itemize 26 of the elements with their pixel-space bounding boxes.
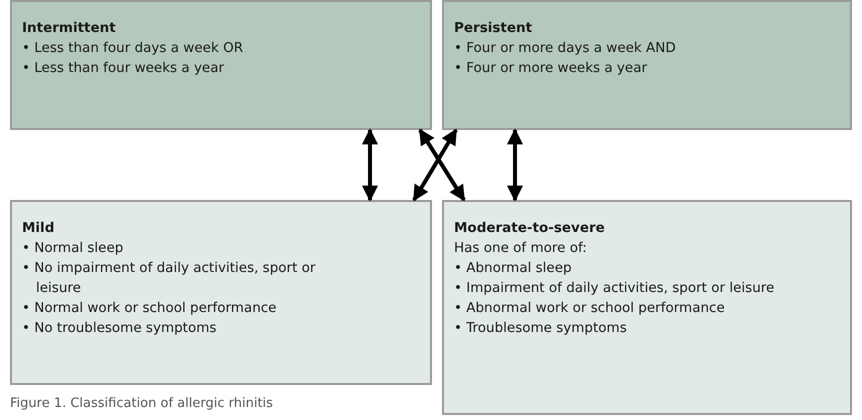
category-box (10, 0, 432, 130)
category-box (442, 200, 852, 415)
bullet-item: • Impairment of daily activities, sport or leisure (454, 279, 776, 298)
bullet-item: • No troublesome symptoms (22, 319, 218, 338)
box-heading: Moderate-to-severe (454, 219, 606, 238)
double-arrow (362, 128, 378, 202)
bullet-item: • Four or more weeks a year (454, 59, 648, 78)
bullet-item: • Normal sleep (22, 239, 124, 258)
bullet-item: • Troublesome symptoms (454, 319, 628, 338)
double-arrow (412, 128, 458, 202)
bullet-item: • Abnormal sleep (454, 259, 573, 278)
double-arrow (418, 128, 466, 202)
bullet-item: • Less than four weeks a year (22, 59, 226, 78)
category-box (442, 0, 852, 130)
box-text: Has one of more of: (454, 239, 588, 258)
box-heading: Persistent (454, 19, 534, 38)
category-box (10, 200, 432, 385)
bullet-item: • Four or more days a week AND (454, 39, 677, 58)
bullet-item: • Abnormal work or school performance (454, 299, 726, 318)
bullet-item: • Less than four days a week OR (22, 39, 244, 58)
box-heading: Mild (22, 219, 56, 238)
bullet-item: • No impairment of daily activities, sport or leisure (22, 259, 316, 298)
box-heading: Intermittent (22, 19, 117, 38)
double-arrow (507, 128, 523, 202)
bullet-item: • Normal work or school performance (22, 299, 278, 318)
figure-caption: Figure 1. Classification of allergic rhinitis (10, 395, 273, 413)
